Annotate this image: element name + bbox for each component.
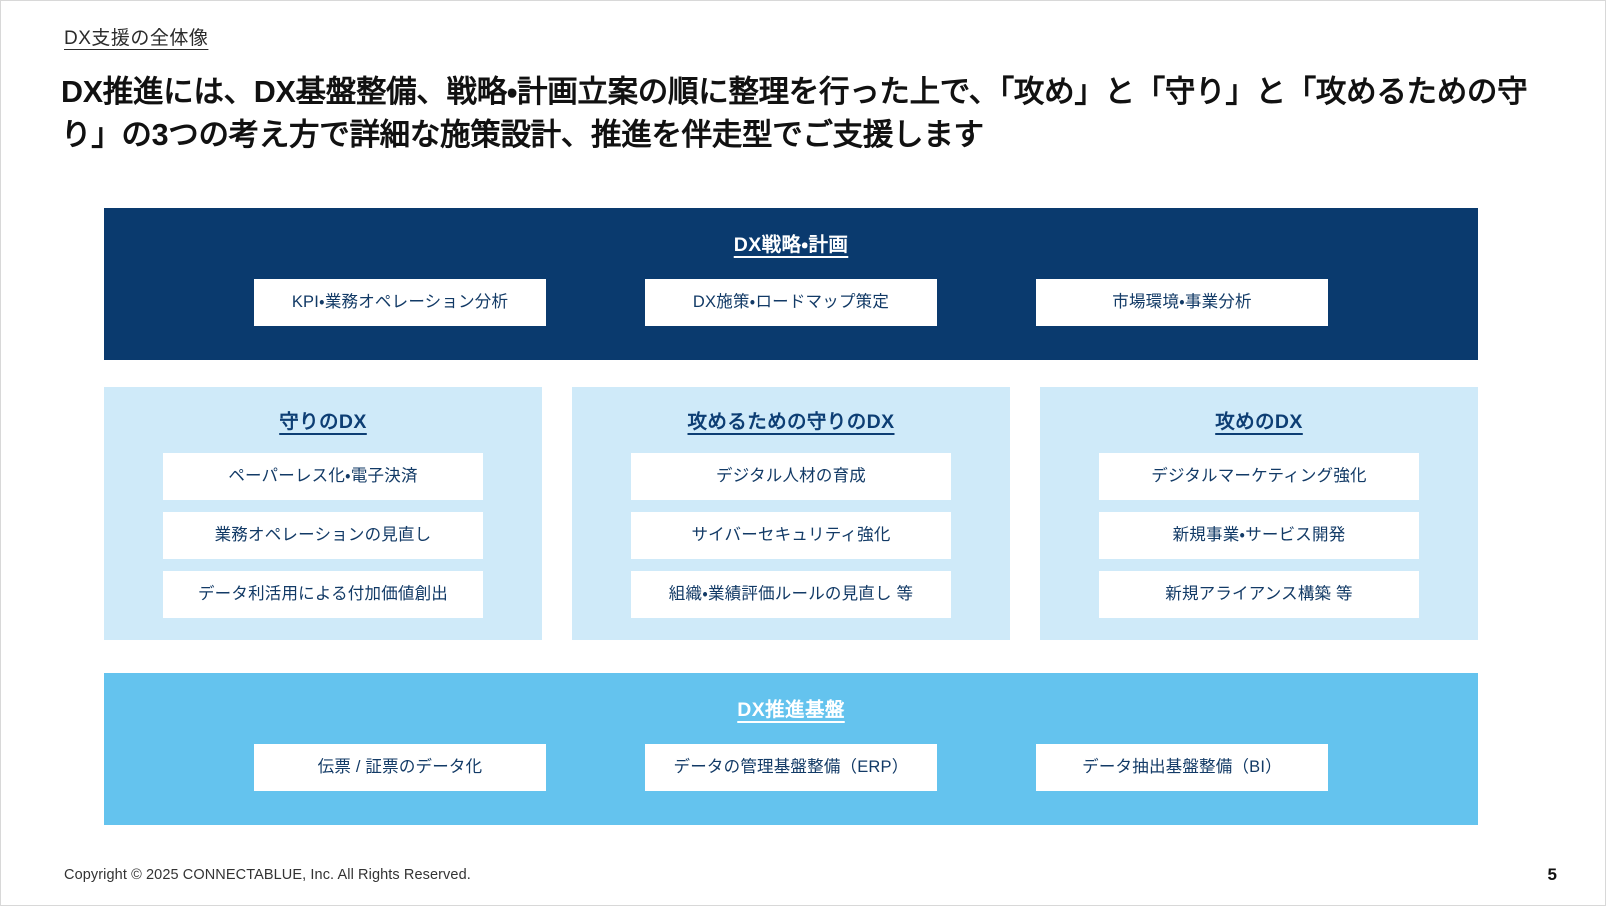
column-title-defensive-dx: 守りのDX (279, 411, 367, 433)
list-item[interactable]: 新規事業・サービス開発 (1099, 512, 1419, 559)
strategy-chip-market[interactable]: 市場環境・事業分析 (1036, 279, 1328, 326)
strategy-chip-roadmap[interactable]: DX施策・ロードマップ策定 (645, 279, 937, 326)
dx-columns: 守りのDX ペーパーレス化・電子決済 業務オペレーションの見直し データ利活用に… (104, 387, 1478, 640)
list-item[interactable]: サイバーセキュリティ強化 (631, 512, 951, 559)
page-number: 5 (1547, 865, 1557, 884)
foundation-band: DX推進基盤 伝票 / 証票のデータ化 データの管理基盤整備（ERP） データ抽… (104, 673, 1478, 825)
column-items-defensive-dx: ペーパーレス化・電子決済 業務オペレーションの見直し データ利活用による付加価値… (104, 453, 542, 618)
strategy-band: DX戦略・計画 KPI・業務オペレーション分析 DX施策・ロードマップ策定 市場… (104, 208, 1478, 360)
strategy-band-title: DX戦略・計画 (733, 234, 849, 256)
list-item[interactable]: 新規アライアンス構築 等 (1099, 571, 1419, 618)
list-item[interactable]: 組織・業績評価ルールの見直し 等 (631, 571, 951, 618)
column-items-defense-for-offense-dx: デジタル人材の育成 サイバーセキュリティ強化 組織・業績評価ルールの見直し 等 (572, 453, 1010, 618)
dx-support-diagram: DX戦略・計画 KPI・業務オペレーション分析 DX施策・ロードマップ策定 市場… (104, 208, 1478, 825)
slide-kicker: DX支援の全体像 (64, 28, 209, 49)
list-item[interactable]: データ利活用による付加価値創出 (163, 571, 483, 618)
list-item[interactable]: デジタルマーケティング強化 (1099, 453, 1419, 500)
column-defensive-dx: 守りのDX ペーパーレス化・電子決済 業務オペレーションの見直し データ利活用に… (104, 387, 542, 640)
column-title-offensive-dx: 攻めのDX (1215, 411, 1303, 433)
strategy-band-chip-row: KPI・業務オペレーション分析 DX施策・ロードマップ策定 市場環境・事業分析 (104, 279, 1478, 326)
column-defense-for-offense-dx: 攻めるための守りのDX デジタル人材の育成 サイバーセキュリティ強化 組織・業績… (572, 387, 1010, 640)
strategy-chip-kpi[interactable]: KPI・業務オペレーション分析 (254, 279, 546, 326)
foundation-chip-bi[interactable]: データ抽出基盤整備（BI） (1036, 744, 1328, 791)
foundation-band-chip-row: 伝票 / 証票のデータ化 データの管理基盤整備（ERP） データ抽出基盤整備（B… (104, 744, 1478, 791)
page-title: DX推進には、DX基盤整備、戦略・計画立案の順に整理を行った上で、「攻め」と「守… (61, 75, 1528, 153)
column-offensive-dx: 攻めのDX デジタルマーケティング強化 新規事業・サービス開発 新規アライアンス… (1040, 387, 1478, 640)
column-items-offensive-dx: デジタルマーケティング強化 新規事業・サービス開発 新規アライアンス構築 等 (1040, 453, 1478, 618)
list-item[interactable]: ペーパーレス化・電子決済 (163, 453, 483, 500)
foundation-band-title: DX推進基盤 (737, 699, 845, 721)
foundation-chip-slip-digitization[interactable]: 伝票 / 証票のデータ化 (254, 744, 546, 791)
list-item[interactable]: 業務オペレーションの見直し (163, 512, 483, 559)
list-item[interactable]: デジタル人材の育成 (631, 453, 951, 500)
copyright-text: Copyright © 2025 CONNECTABLUE, Inc. All … (64, 867, 471, 883)
column-title-defense-for-offense-dx: 攻めるための守りのDX (687, 411, 895, 433)
foundation-chip-erp[interactable]: データの管理基盤整備（ERP） (645, 744, 937, 791)
